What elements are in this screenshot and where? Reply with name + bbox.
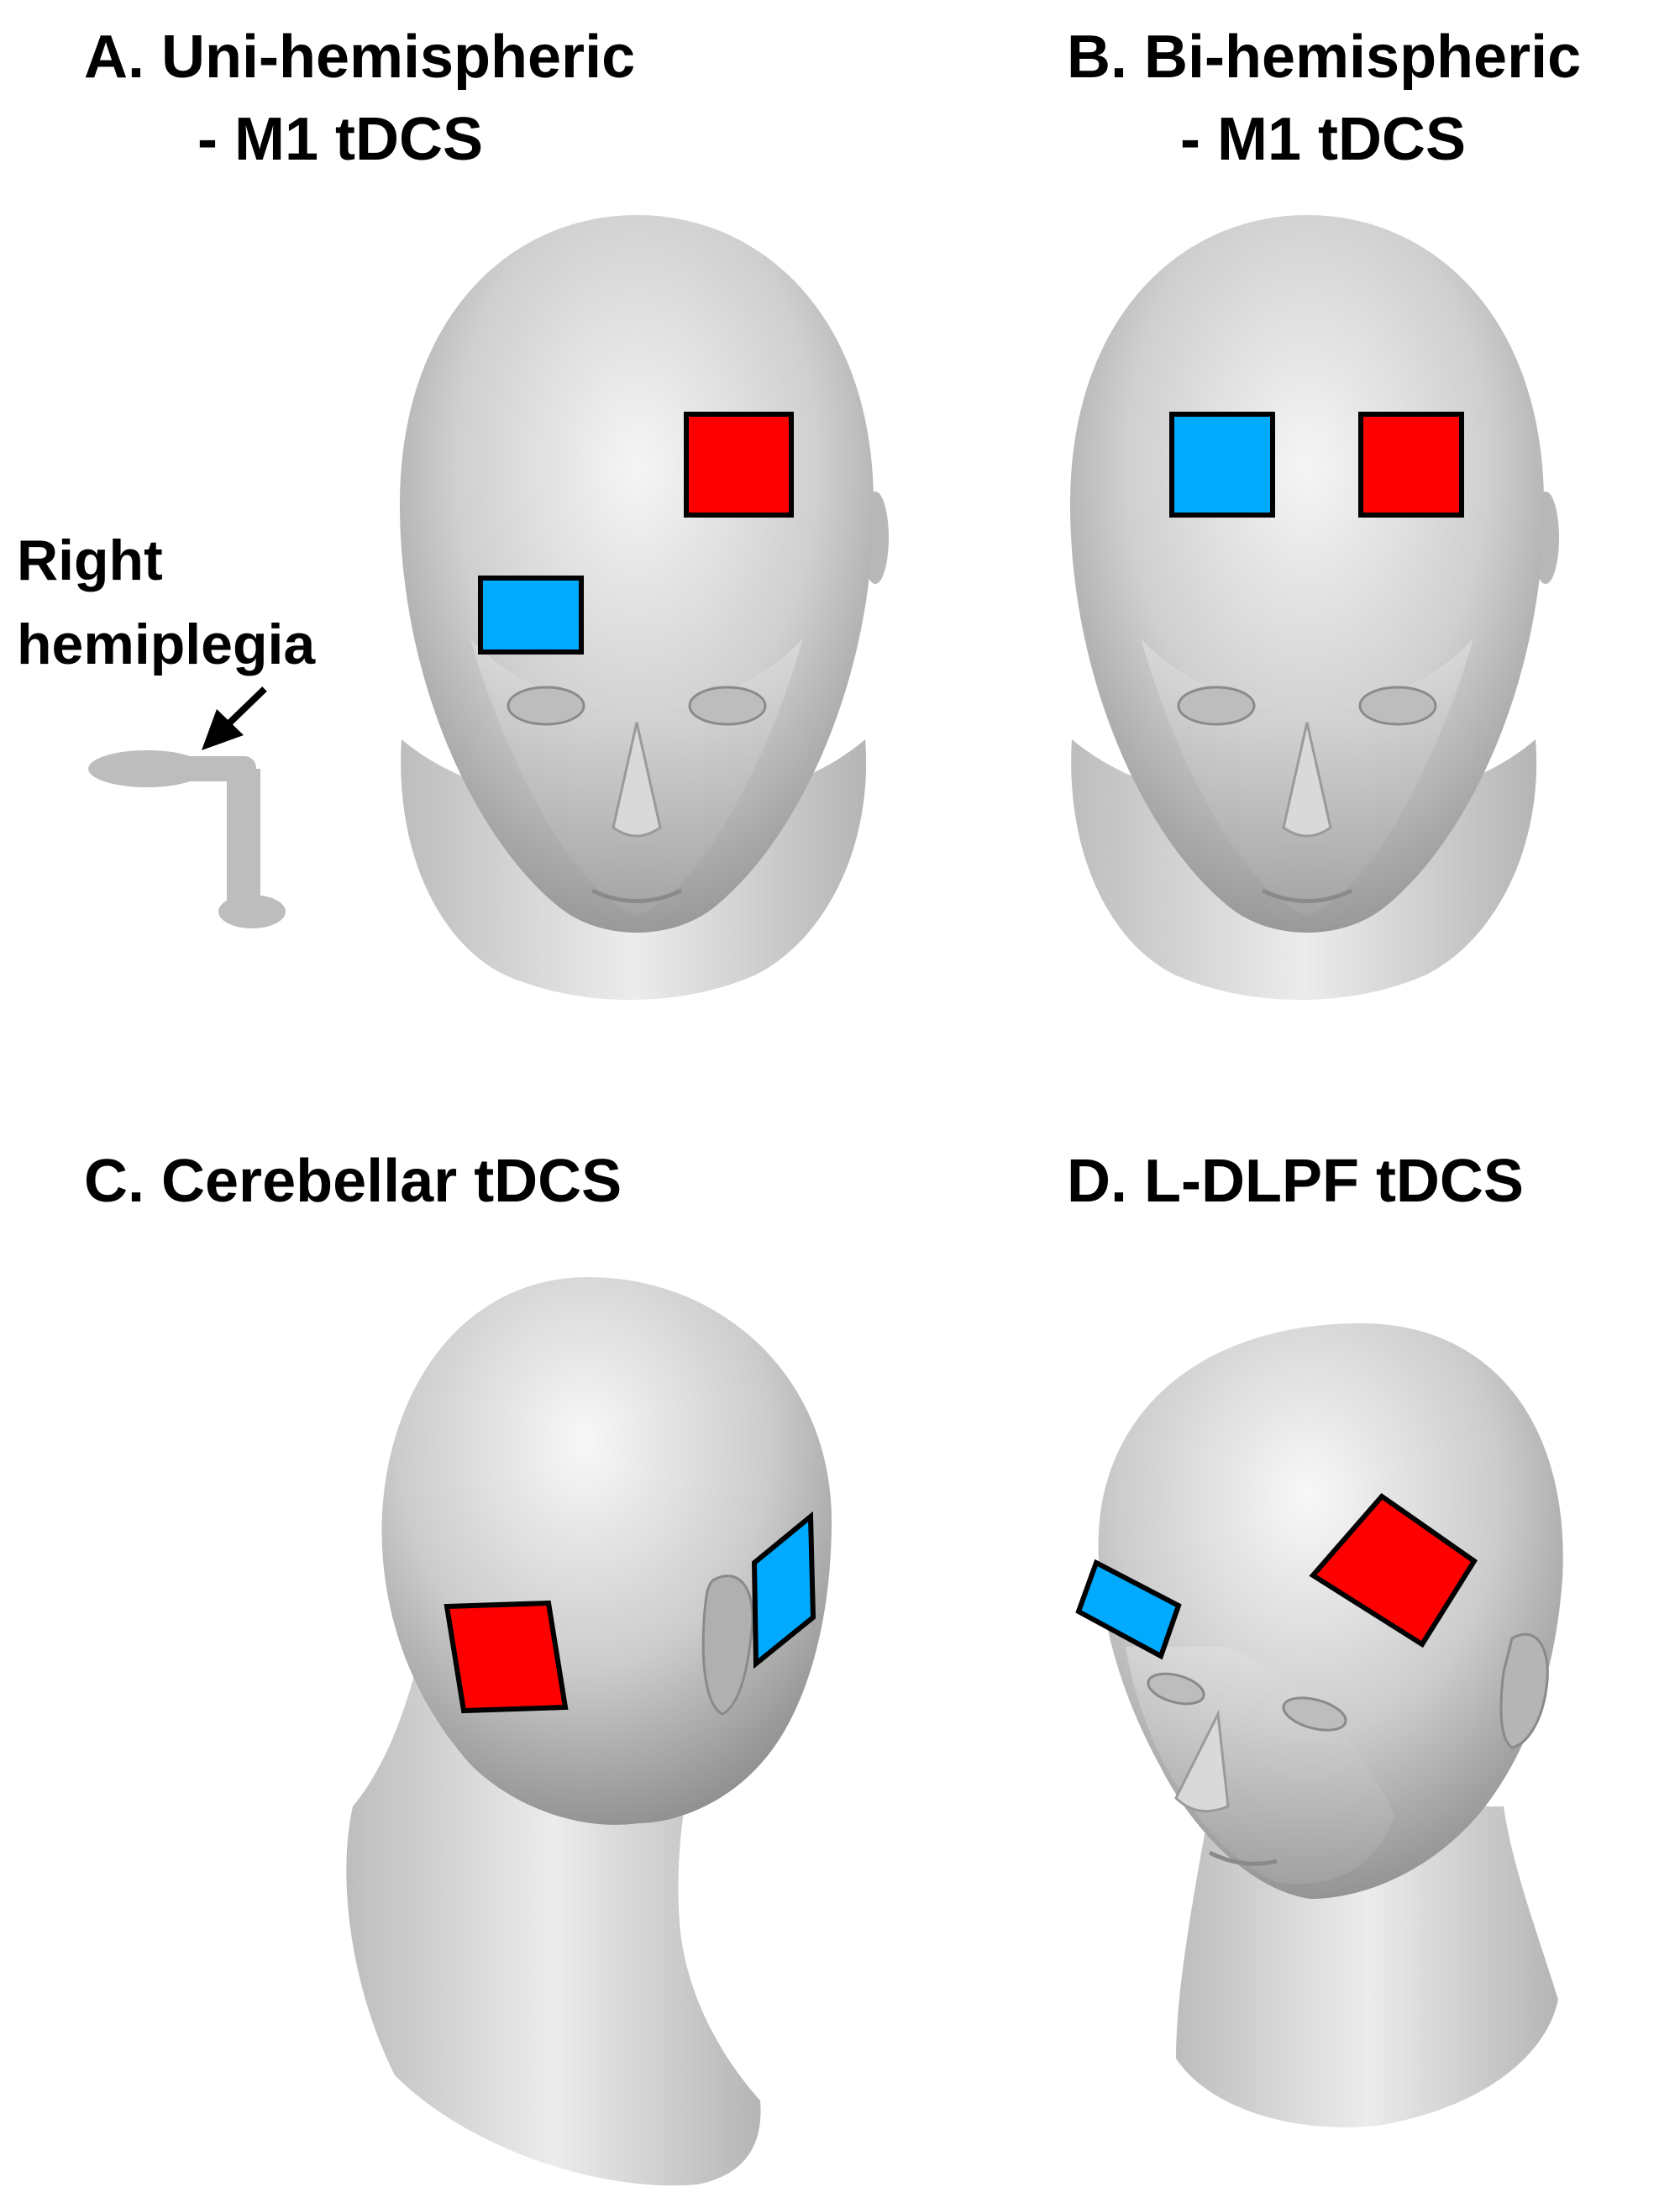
face [1126,1647,1394,1884]
nose [1174,1709,1230,1813]
ear-icon [701,1575,754,1716]
panel-b: B. Bi-hemispheric - M1 tDCS [1067,24,1581,1000]
panel-a: A. Uni-hemispheric - M1 tDCS Right hemip… [17,24,889,1000]
panel-b-title-line1: B. Bi-hemispheric [1067,24,1581,91]
panel-c: C. Cerebellar tDCS [84,1148,832,2186]
mouth [1261,888,1353,903]
panel-d-title: D. L-DLPF tDCS [1067,1148,1524,1215]
right-hemiplegia-annotation: Right hemiplegia [17,528,316,928]
cathode-electrode [751,1511,816,1669]
ear-icon [1499,1633,1549,1749]
nose [612,722,662,838]
annotation-line2: hemiplegia [17,613,316,676]
panel-c-title: C. Cerebellar tDCS [84,1148,622,1215]
mouth [1208,1850,1278,1866]
right-eye [1282,1696,1347,1732]
anode-electrode [1358,412,1464,518]
cathode-electrode [478,576,584,655]
head-back-c [346,1277,832,2186]
arrow-head [202,709,244,750]
panel-a-title-line2: - M1 tDCS [197,106,483,173]
head-front-b [1070,215,1559,1000]
panel-d: D. L-DLPF tDCS [1067,1148,1563,2127]
left-eye [1177,686,1256,726]
head-oblique-d [1098,1323,1563,2127]
limb-icon [88,750,286,928]
cathode-electrode [1169,412,1275,518]
head-front-a [400,215,889,1000]
panel-a-title-line1: A. Uni-hemispheric [84,24,635,91]
right-eye [688,686,767,726]
nose [1282,722,1332,838]
anode-electrode [1309,1492,1478,1648]
annotation-line1: Right [17,528,163,592]
right-eye [1358,686,1437,726]
left-eye [507,686,585,726]
anode-electrode [684,412,794,518]
mouth [591,888,683,903]
neck [1176,1806,1558,2127]
panel-b-title-line2: - M1 tDCS [1180,106,1466,173]
anode-electrode [444,1600,569,1714]
cathode-electrode [1075,1559,1182,1660]
left-eye [1147,1672,1205,1706]
